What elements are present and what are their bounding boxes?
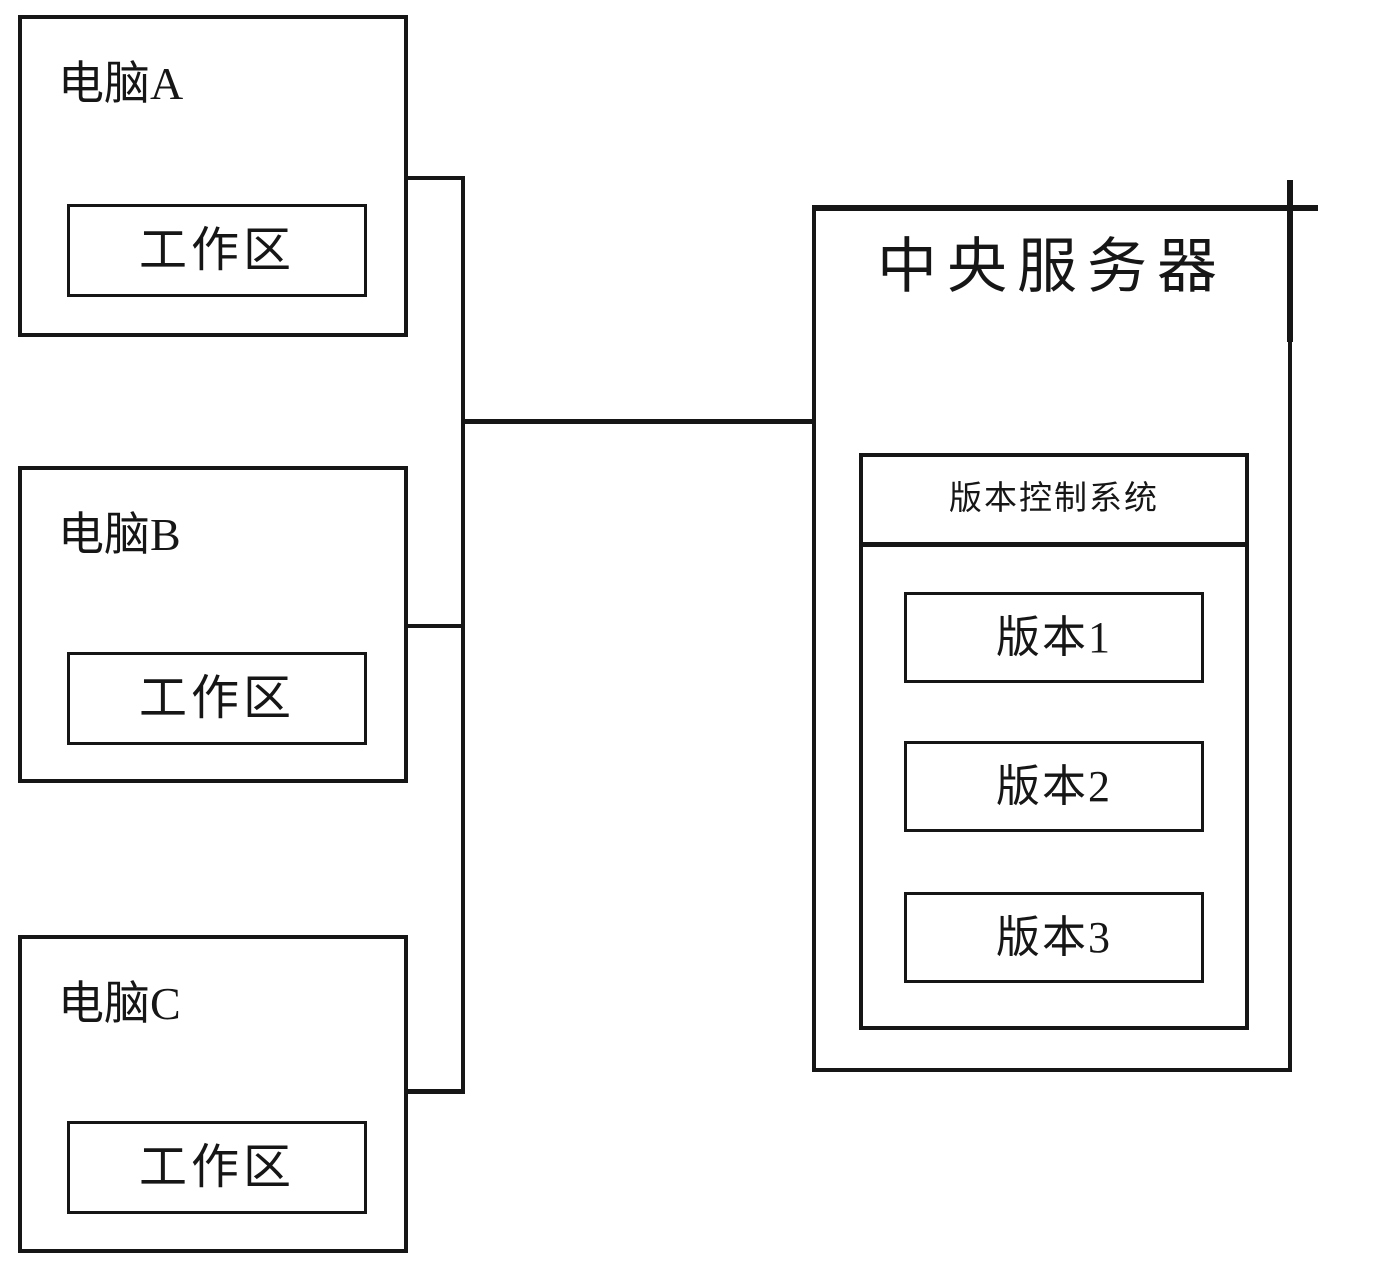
version-2-box: 版本2 [904, 741, 1204, 832]
computer-c-label: 电脑C [58, 978, 181, 1029]
vcs-title: 版本控制系统 [949, 481, 1159, 517]
computer-a-box: 电脑A 工作区 [18, 15, 408, 337]
vcs-header: 版本控制系统 [863, 457, 1245, 547]
bus-line-vertical [461, 176, 465, 1094]
server-right-border-overshoot [1287, 180, 1293, 342]
version-1-label: 版本1 [996, 612, 1112, 662]
computer-b-box: 电脑B 工作区 [18, 466, 408, 783]
server-connector-line [463, 419, 814, 424]
workspace-label: 工作区 [138, 223, 295, 277]
connector-line-computer-b [408, 624, 465, 628]
computer-b-workspace-box: 工作区 [67, 652, 367, 745]
vcs-box: 版本控制系统 版本1 版本2 版本3 [859, 453, 1249, 1030]
version-1-box: 版本1 [904, 592, 1204, 683]
computer-a-label: 电脑A [58, 58, 184, 109]
version-3-label: 版本3 [996, 912, 1112, 962]
workspace-label: 工作区 [138, 671, 295, 725]
computer-a-workspace-box: 工作区 [67, 204, 367, 297]
connector-line-computer-c [408, 1089, 465, 1094]
version-2-label: 版本2 [996, 761, 1112, 811]
central-server-box: 中央服务器 版本控制系统 版本1 版本2 版本3 [812, 205, 1292, 1072]
computer-c-box: 电脑C 工作区 [18, 935, 408, 1253]
central-server-title: 中央服务器 [877, 234, 1227, 300]
computer-c-workspace-box: 工作区 [67, 1121, 367, 1214]
version-3-box: 版本3 [904, 892, 1204, 983]
server-top-border-overshoot [1292, 205, 1318, 211]
connector-line-computer-a [408, 176, 465, 180]
workspace-label: 工作区 [138, 1140, 295, 1194]
computer-b-label: 电脑B [58, 509, 181, 560]
